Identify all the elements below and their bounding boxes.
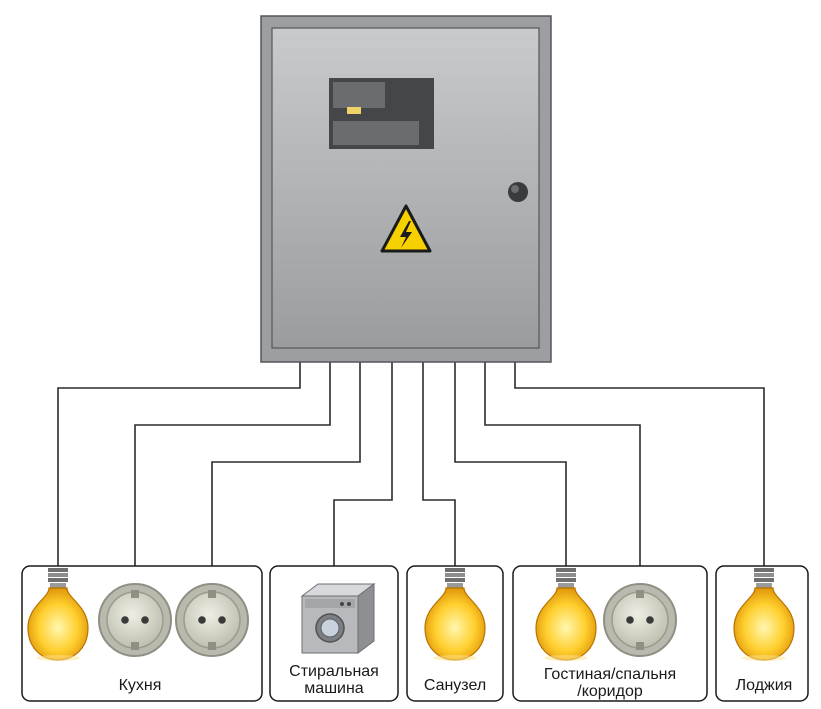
zone-label: Кухня <box>119 677 162 694</box>
wire-kitchen-socket-1 <box>134 362 331 582</box>
wire-living-socket <box>484 362 641 582</box>
zone-label: Гостиная/спальня <box>544 666 676 683</box>
door-knob-icon[interactable] <box>508 182 528 202</box>
distribution-panel <box>260 15 552 363</box>
zone-living-bedroom-corridor: Гостиная/спальня /коридор <box>512 565 708 702</box>
zone-label: Санузел <box>424 677 486 694</box>
zone-loggia: Лоджия <box>715 565 809 702</box>
wires <box>57 362 765 582</box>
high-voltage-warning-icon <box>380 204 432 253</box>
zone-label: машина <box>304 680 364 697</box>
wire-loggia-light <box>514 362 765 568</box>
washing-machine-icon <box>300 583 376 654</box>
wire-kitchen-light <box>57 362 301 568</box>
panel-door[interactable] <box>271 27 540 349</box>
zone-washing-machine: Стиральная машина <box>269 565 399 702</box>
wire-living-light <box>454 362 567 568</box>
zone-bathroom: Санузел <box>406 565 504 702</box>
wire-bathroom-light <box>422 362 456 568</box>
wire-kitchen-socket-2 <box>211 362 361 582</box>
wire-washing-machine <box>333 362 393 568</box>
socket-icon <box>603 583 677 657</box>
zone-kitchen: Кухня <box>21 565 263 702</box>
socket-icon <box>98 583 172 657</box>
panel-inspection-window <box>329 78 434 149</box>
zone-label: Лоджия <box>736 677 793 694</box>
zone-label: Стиральная <box>289 663 379 680</box>
socket-icon <box>175 583 249 657</box>
zone-label: /коридор <box>577 683 643 700</box>
